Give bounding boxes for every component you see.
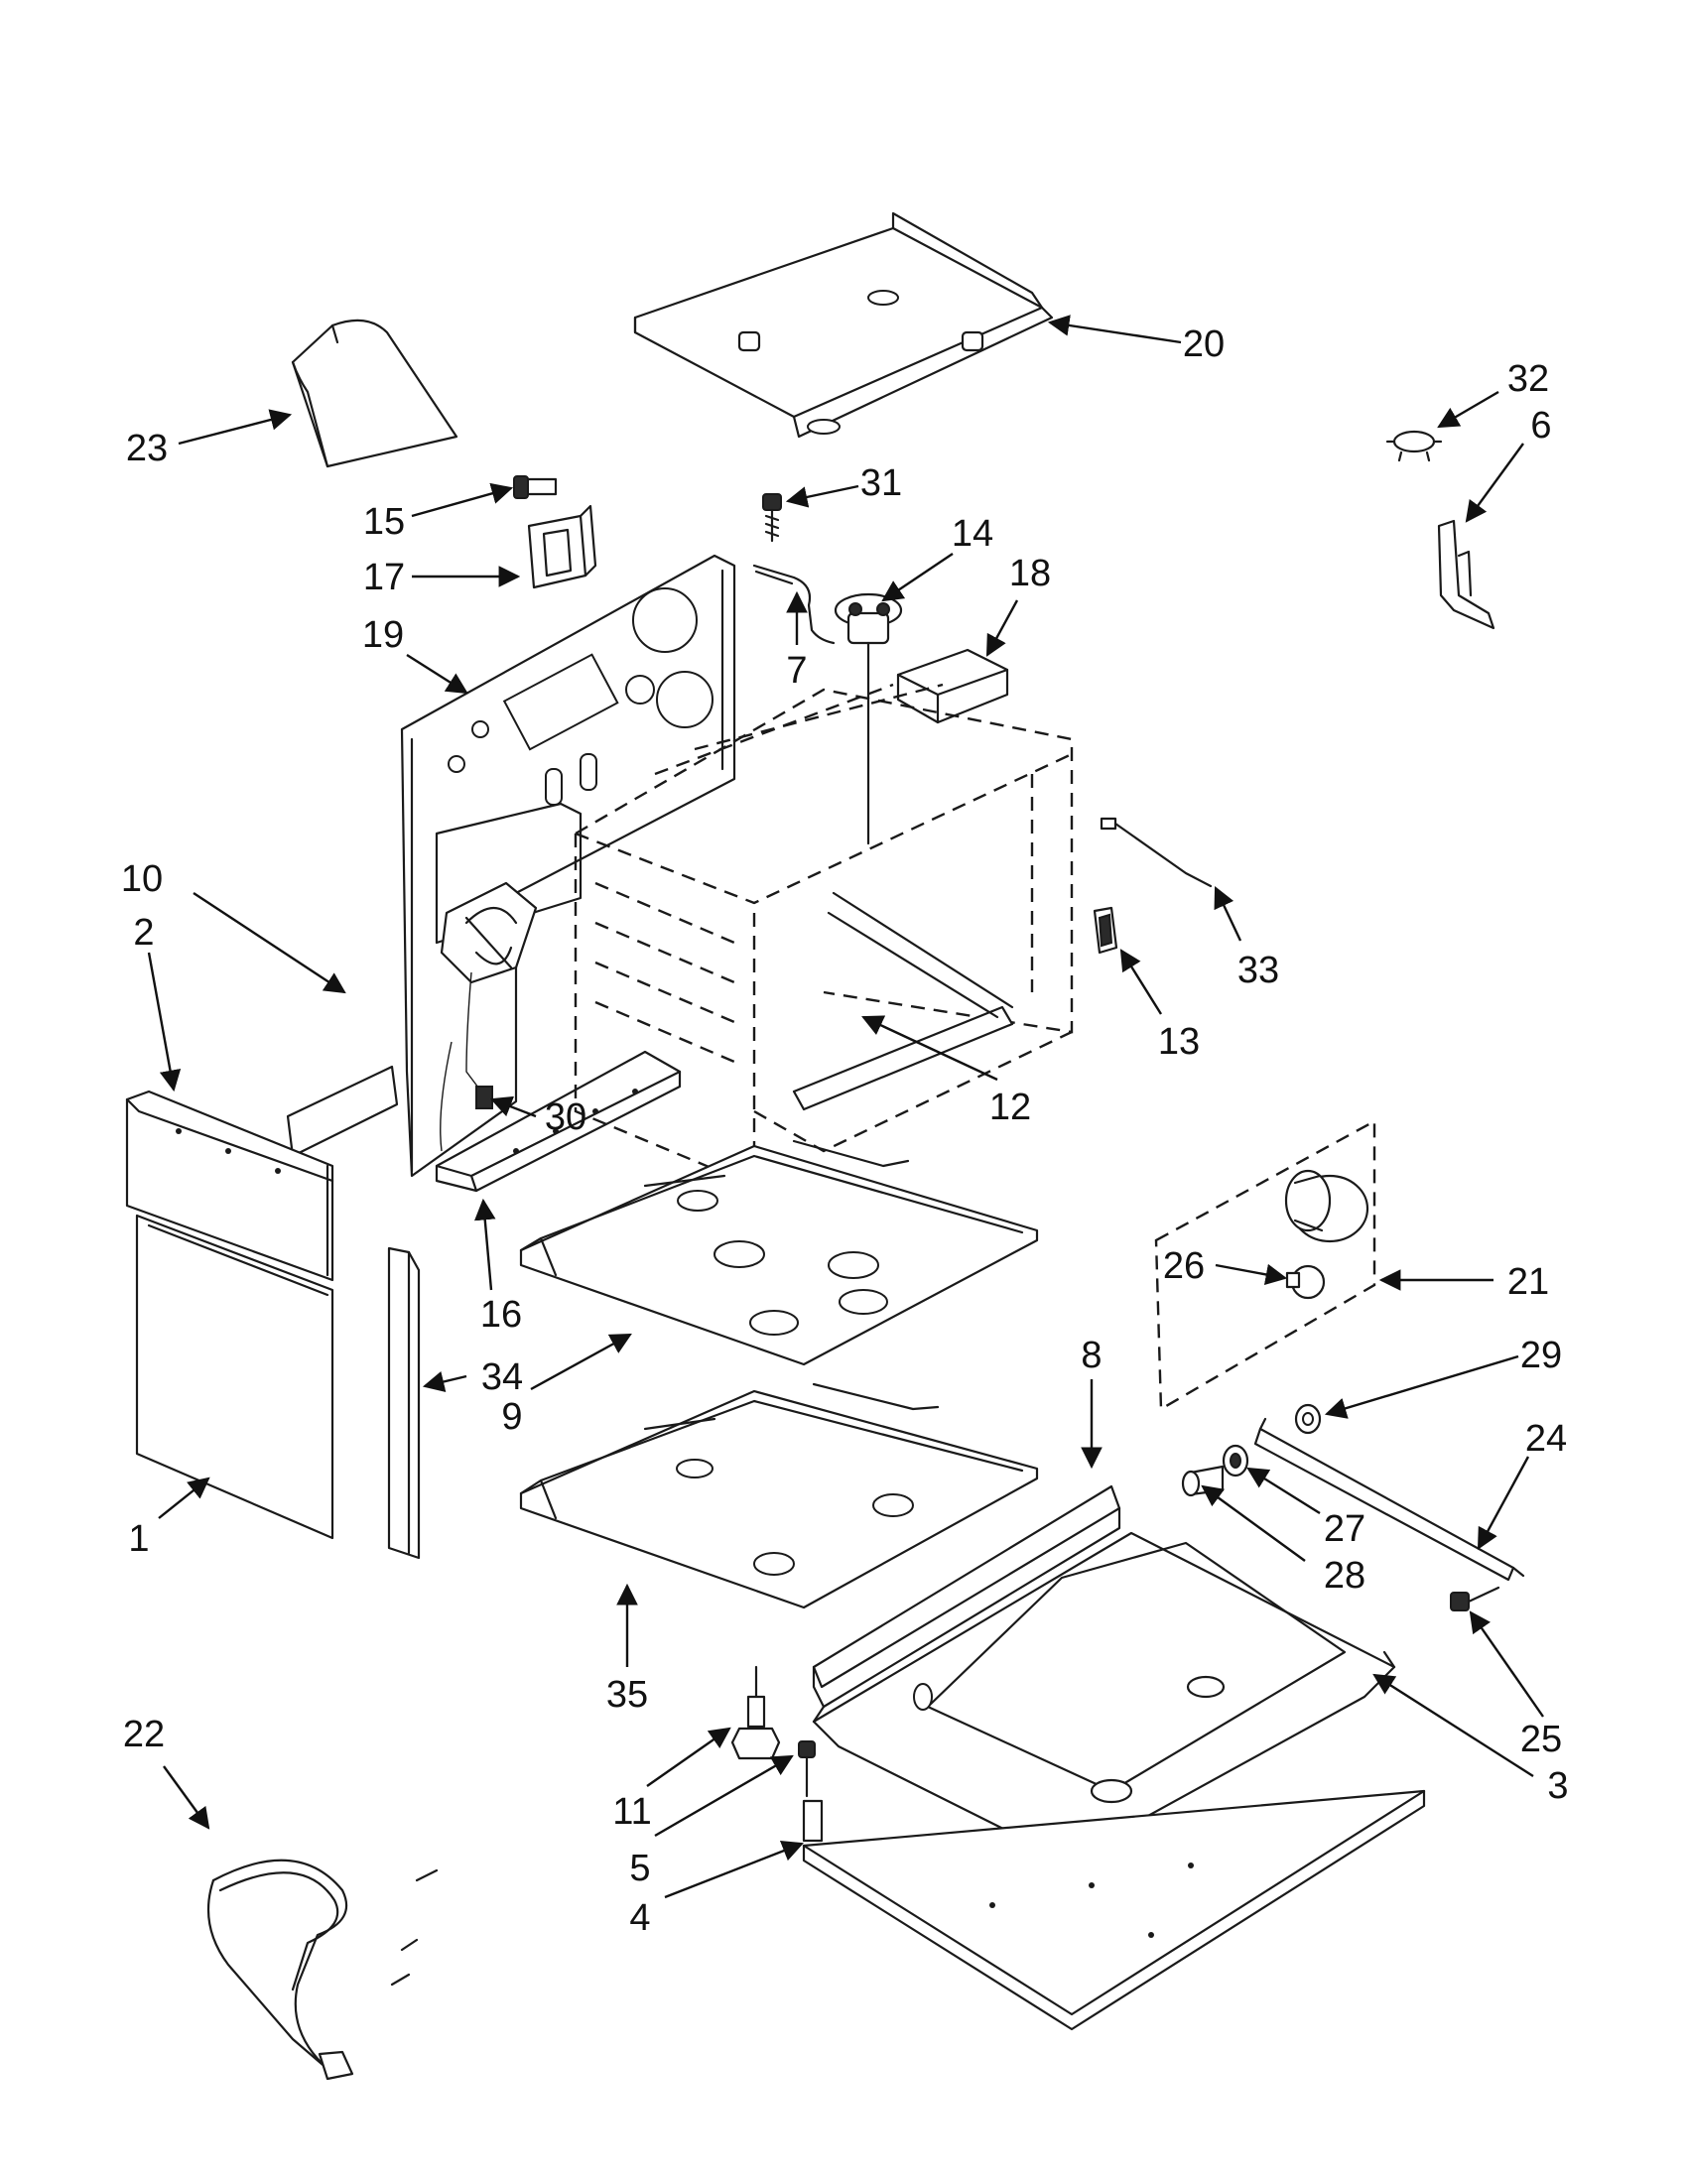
part-19-rear-panel [400,554,736,1178]
part-11-leveling-leg [730,1665,781,1760]
callout-18: 18 [1009,553,1051,594]
part-8-front-rail [812,1484,1121,1709]
callout-32: 32 [1507,358,1549,400]
callout-15: 15 [363,501,405,543]
part-18-relay-box [896,648,1009,724]
callout-21: 21 [1507,1261,1549,1303]
part-30-fan-assembly [440,881,538,1152]
part-21-fan-group [1154,1118,1376,1412]
callout-17: 17 [363,557,405,598]
callout-5: 5 [629,1848,650,1889]
part-25-screw [1450,1586,1500,1611]
callout-19: 19 [362,614,404,656]
callout-31: 31 [860,462,902,504]
callout-27: 27 [1324,1508,1365,1550]
callout-35: 35 [606,1674,648,1716]
part-27-roller [1222,1444,1249,1477]
callout-9: 9 [501,1396,522,1438]
part-31-screw [762,493,782,543]
part-33-sensor-probe [1100,817,1213,888]
callout-24: 24 [1525,1418,1567,1460]
part-13-connector [1093,906,1118,955]
callout-3: 3 [1547,1765,1568,1807]
part-6-hinge-bracket [1437,519,1495,630]
callout-33: 33 [1237,950,1279,991]
part-17-bracket [527,504,597,589]
part-14-switch [834,592,903,845]
callout-20: 20 [1183,323,1225,365]
leader-arrows [147,315,1544,1899]
callout-23: 23 [126,428,168,469]
callout-11: 11 [612,1791,651,1833]
callout-10: 10 [121,858,163,900]
part-23-vent-duct [291,319,458,468]
part-7-sensor-tube [752,564,836,645]
part-12-rails [792,891,1014,1111]
part-22-power-cord [206,1859,439,2081]
part-16-lower-bracket [435,1050,682,1193]
part-15-screw [513,475,558,499]
callout-12: 12 [989,1087,1031,1128]
part-4-base-plate [802,1789,1426,2031]
part-3-bottom-pan [812,1531,1396,1863]
callout-25: 25 [1520,1719,1562,1760]
callout-7: 7 [786,650,807,692]
part-2-front-frame-top [125,1090,334,1282]
callout-34: 34 [481,1356,523,1398]
callout-16: 16 [480,1294,522,1336]
part-35-lower-pan [519,1382,1039,1609]
part-9-burner-pan [519,1139,1039,1366]
callout-26: 26 [1163,1245,1205,1287]
callout-22: 22 [123,1714,165,1755]
callout-29: 29 [1520,1335,1562,1376]
callout-8: 8 [1081,1335,1102,1376]
part-20-top-panel [633,211,1054,439]
part-28-knob [1181,1465,1225,1497]
callout-30: 30 [545,1096,586,1138]
callout-2: 2 [133,912,154,954]
part-5-screw [798,1740,816,1798]
part-24-rail [1253,1417,1525,1582]
callout-labels: 20 23 15 17 31 14 18 19 7 32 6 10 2 33 1… [121,323,1569,1939]
callout-1: 1 [128,1518,149,1560]
callout-28: 28 [1324,1555,1365,1597]
part-34-vertical-trim [387,1246,421,1560]
callout-13: 13 [1158,1021,1200,1063]
callout-6: 6 [1530,405,1551,447]
part-29-bushing [1294,1403,1322,1435]
callout-14: 14 [952,513,993,555]
part-10-shield-strip [286,1065,399,1158]
part-32-thermal-fuse [1385,430,1443,462]
part-1-front-panel [135,1214,334,1540]
callout-4: 4 [629,1897,650,1939]
